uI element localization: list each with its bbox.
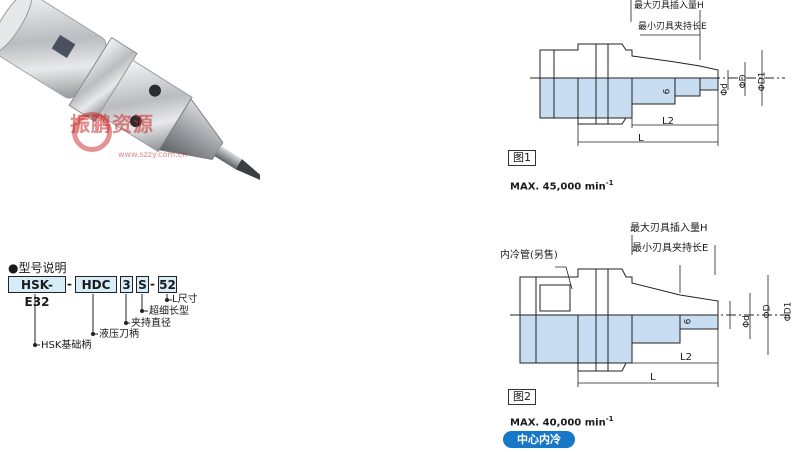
code-diameter: 3 — [120, 276, 133, 293]
figure2-label: 图2 — [508, 389, 536, 405]
desc-clamp-dia: 夹持直径 — [131, 318, 171, 329]
fig2-min-clamp: 最小刃具夹持长E — [632, 243, 709, 254]
desc-hsk-base: HSK基础柄 — [41, 340, 92, 351]
code-type: S — [136, 276, 149, 293]
fig2-coolant-tube: 内冷管(另售) — [500, 250, 558, 261]
watermark-logo-icon — [72, 112, 112, 152]
fig1-min-clamp: 最小刃具夹持长E — [638, 22, 707, 32]
figure2-max-speed: MAX. 40,000 min-1 — [510, 415, 614, 428]
watermark-text: 振鹏资源 — [70, 112, 154, 136]
fig2-dim-6: 6 — [683, 318, 694, 325]
fig1-dim-D: ΦD — [738, 74, 749, 89]
model-leader-lines — [33, 294, 172, 347]
model-title: ●型号说明 — [8, 261, 67, 275]
code-length: 52 — [158, 276, 177, 293]
fig1-dim-L2: L2 — [662, 116, 674, 127]
fig1-max-insert: 最大刃具插入量H — [634, 1, 704, 11]
watermark-url: www.szzy.com.cn — [118, 150, 188, 159]
fig2-dim-D: ΦD — [762, 304, 773, 319]
separator: - — [150, 277, 155, 291]
fig1-dim-d: Φd — [719, 83, 730, 96]
fig1-dim-D1: ΦD1 — [757, 71, 768, 92]
desc-hydraulic: 液压刀柄 — [99, 329, 139, 340]
fig1-dim-L: L — [638, 133, 644, 144]
fig2-dim-D1: ΦD1 — [783, 301, 794, 322]
code-hdc: HDC — [75, 276, 117, 293]
figure1-drawing — [530, 0, 785, 146]
figure1-max-speed: MAX. 45,000 min-1 — [510, 179, 614, 192]
fig1-dim-6: 6 — [662, 88, 673, 95]
desc-l-size: L尺寸 — [172, 294, 198, 305]
fig2-speed-text: MAX. 40,000 min — [510, 417, 606, 429]
separator: - — [67, 277, 72, 291]
fig1-speed-exp: -1 — [605, 179, 614, 187]
desc-ultra-thin: 超细长型 — [149, 306, 189, 317]
fig2-max-insert: 最大刃具插入量H — [630, 223, 708, 234]
fig2-dim-L: L — [650, 372, 656, 383]
figure2-drawing — [510, 235, 790, 387]
tool-holder-photo — [0, 0, 260, 186]
fig2-dim-L2: L2 — [680, 352, 692, 363]
center-coolant-badge: 中心内冷 — [503, 431, 575, 448]
code-hsk: HSK-E32 — [8, 276, 66, 309]
figure1-label: 图1 — [508, 150, 536, 166]
fig1-speed-text: MAX. 45,000 min — [510, 181, 606, 193]
fig2-speed-exp: -1 — [605, 415, 614, 423]
fig2-dim-d: Φd — [741, 315, 752, 328]
